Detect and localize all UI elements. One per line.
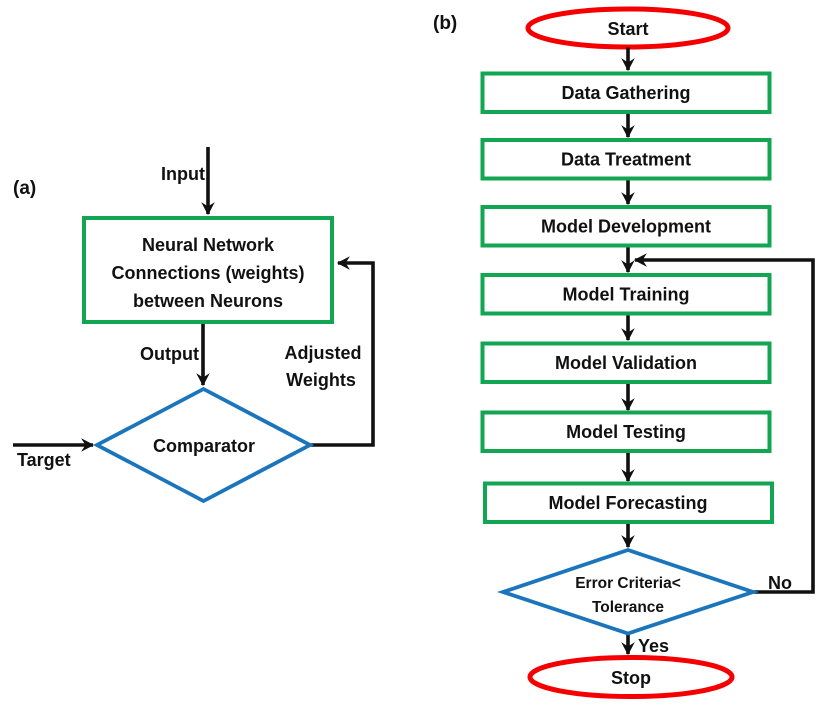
decision-label-line1: Error Criteria< [575, 575, 681, 592]
start-terminator [525, 6, 731, 50]
neural-network-box-line3: between Neurons [133, 291, 283, 311]
stop-terminator [527, 655, 735, 699]
input-label: Input [161, 164, 205, 184]
neural-network-box-line1: Neural Network [142, 235, 275, 255]
flow-step-model-forecasting: Model Forecasting [483, 481, 774, 524]
decision-label-line2: Tolerance [592, 599, 664, 616]
comparator-label: Comparator [153, 436, 255, 456]
panel-a-label: (a) [13, 178, 36, 199]
error-criteria-decision-diamond [497, 547, 759, 636]
comparator-diamond [92, 386, 315, 504]
target-label: Target [17, 450, 71, 470]
flow-step-box [480, 273, 772, 316]
adjusted-weights-label-line2: Weights [286, 370, 356, 390]
flow-step-box [480, 71, 772, 114]
flow-step-model-development: Model Development [480, 205, 772, 248]
panel-a: (a) Input Adjusted Weights Neural Networ… [13, 147, 375, 504]
neural-network-box-line2: Connections (weights) [112, 263, 305, 283]
output-label: Output [140, 344, 199, 364]
flow-step-model-testing: Model Testing [480, 410, 772, 453]
flow-step-label: Model Validation [555, 353, 697, 373]
flow-step-box [480, 410, 772, 453]
no-label: No [768, 573, 792, 593]
flow-step-label: Model Testing [566, 422, 686, 442]
yes-label: Yes [638, 636, 669, 656]
flow-step-box [483, 481, 774, 524]
flow-step-box [480, 205, 772, 248]
adjusted-weights-label-line1: Adjusted [284, 343, 361, 363]
neural-network-box [82, 216, 334, 324]
no-feedback-arrow [633, 253, 815, 594]
start-label: Start [607, 19, 648, 39]
flow-step-label: Data Treatment [561, 150, 691, 170]
stop-label: Stop [611, 668, 651, 688]
panel-b-label: (b) [433, 13, 457, 34]
flow-step-label: Model Development [541, 217, 711, 237]
adjusted-weights-feedback-arrow [310, 256, 375, 447]
flow-step-data-gathering: Data Gathering [480, 71, 772, 114]
flow-step-model-training: Model Training [480, 273, 772, 316]
flow-step-data-treatment: Data Treatment [480, 138, 772, 181]
panel-b: (b) No Start Data Gathering Data Treatme… [433, 6, 815, 699]
flow-step-box [480, 341, 772, 384]
flow-step-label: Data Gathering [561, 83, 690, 103]
flow-step-label: Model Training [562, 285, 689, 305]
flow-step-model-validation: Model Validation [480, 341, 772, 384]
flow-step-label: Model Forecasting [548, 493, 707, 513]
flow-step-box [480, 138, 772, 181]
